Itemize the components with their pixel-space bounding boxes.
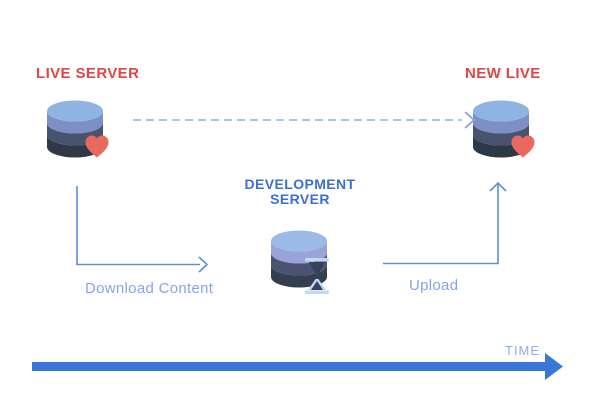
time-arrow	[32, 353, 563, 380]
hourglass-icon	[305, 258, 329, 294]
download-arrowhead-icon	[198, 256, 209, 273]
upload-label: Upload	[409, 277, 459, 294]
database-icon	[271, 230, 327, 288]
time-label: TIME	[505, 343, 541, 358]
upload-arrowhead-icon	[489, 181, 507, 192]
live-server-node	[45, 100, 125, 168]
development-server-node	[269, 230, 349, 298]
heart-icon	[85, 135, 109, 158]
database-heart-icon	[473, 100, 535, 158]
download-content-label: Download Content	[85, 280, 214, 297]
new-live-label: NEW LIVE	[465, 65, 541, 82]
development-server-label: DEVELOPMENT SERVER	[244, 176, 356, 207]
upload-arrow	[383, 184, 499, 265]
database-hourglass-icon	[271, 230, 329, 294]
database-heart-icon	[47, 100, 109, 158]
live-server-label: LIVE SERVER	[36, 65, 140, 82]
new-live-node	[471, 100, 551, 168]
heart-icon	[511, 135, 535, 158]
download-arrow	[76, 186, 200, 266]
database-icon	[473, 100, 529, 158]
